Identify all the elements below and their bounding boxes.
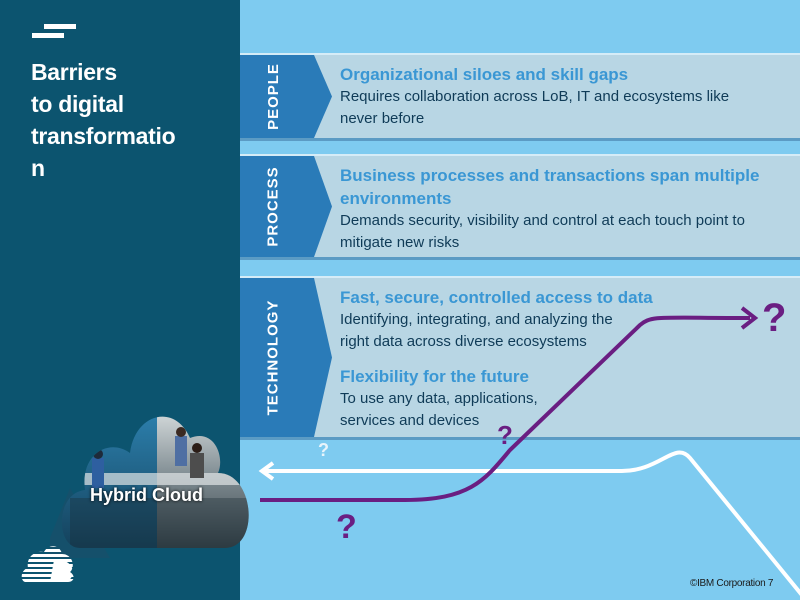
hybrid-cloud-label: Hybrid Cloud: [90, 485, 203, 505]
question-mark-icon: ?: [762, 296, 787, 340]
slide-title: Barriers to digital transformatio n: [31, 56, 231, 184]
row-technology: TECHNOLOGY Fast, secure, controlled acce…: [240, 276, 800, 440]
striped-cloud-logo-icon: [21, 546, 74, 582]
chevron-tab-shape-icon: [240, 55, 332, 138]
question-mark-icon: ?: [336, 508, 357, 546]
row-description: Requires collaboration across LoB, IT an…: [340, 88, 730, 127]
row-process: PROCESS Business processes and transacti…: [240, 154, 800, 260]
row-heading: Flexibility for the future: [340, 367, 529, 386]
row-description: services and devices: [340, 412, 480, 429]
row-heading: Business processes and transactions span…: [340, 166, 760, 208]
question-mark-icon: ?: [497, 420, 513, 450]
row-heading: Fast, secure, controlled access to data: [340, 288, 653, 307]
ibm-bars-logo-icon: [32, 24, 78, 40]
footer-copyright: ©IBM Corporation 7: [690, 578, 774, 589]
arrow-left-icon: [258, 461, 275, 481]
hybrid-cloud-image: [50, 416, 249, 558]
tab-label: TECHNOLOGY: [264, 299, 282, 416]
title-line: to digital: [31, 91, 124, 117]
row-people: PEOPLE Organizational siloes and skill g…: [240, 53, 800, 141]
tab-label: PEOPLE: [264, 63, 282, 130]
row-heading: Organizational siloes and skill gaps: [340, 65, 629, 84]
tab-process: PROCESS: [240, 156, 332, 257]
title-line: n: [31, 155, 45, 181]
row-description: To use any data, applications,: [340, 390, 538, 407]
question-mark-icon: ?: [318, 440, 329, 460]
chevron-tab-shape-icon: [240, 156, 332, 257]
tab-people: PEOPLE: [240, 55, 332, 138]
row-description: Demands security, visibility and control…: [340, 212, 745, 251]
row-description: Identifying, integrating, and analyzing …: [340, 311, 613, 328]
tab-label: PROCESS: [264, 166, 282, 247]
title-line: Barriers: [31, 59, 117, 85]
title-line: transformatio: [31, 123, 176, 149]
row-description: right data across diverse ecosystems: [340, 333, 587, 350]
